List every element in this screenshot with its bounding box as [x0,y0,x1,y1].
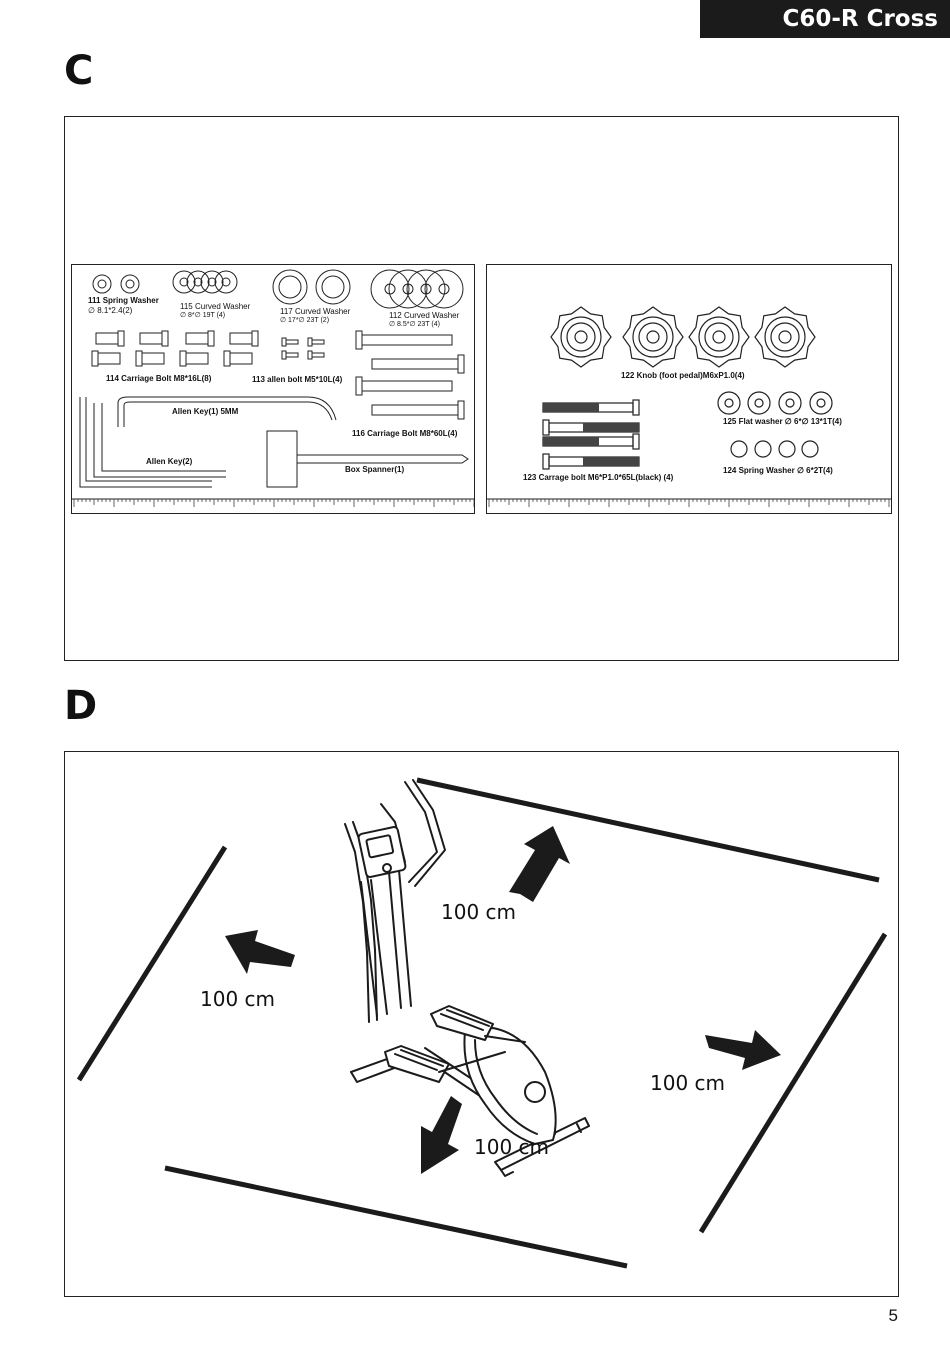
clearance-label-top: 100 cm [441,900,517,924]
box-spanner-label: Box Spanner(1) [345,465,405,474]
part-122-label: 122 Knob (foot pedal)M6xP1.0(4) [621,371,745,380]
part-112-spec: ∅ 8.5*∅ 23T (4) [389,321,440,328]
boundary-line-left [76,845,228,1082]
clearance-diagram [76,777,888,1269]
part-117-label: 117 Curved Washer [280,307,351,316]
part-124-label: 124 Spring Washer ∅ 6*2T(4) [723,466,833,475]
page-number: 5 [888,1306,898,1325]
hardware-panel-right: 122 Knob (foot pedal)M6xP1.0(4) 125 Flat… [486,264,892,514]
arrow-left [225,930,295,974]
allen-key-2-label: Allen Key(2) [146,457,193,466]
section-d-frame: 100 cm 100 cm 100 cm 100 cm [64,751,899,1297]
knob-3 [688,306,750,368]
part-111-label: 111 Spring Washer [88,296,159,305]
boundary-line-front [164,1165,628,1269]
knob-2 [622,306,684,368]
model-header: C60-R Cross [700,0,950,38]
arrow-right [705,1030,781,1070]
hardware-drawing-right [487,306,891,507]
section-letter-c: C [64,48,94,94]
part-112-label: 112 Curved Washer [389,311,460,320]
part-116-label: 116 Carriage Bolt M8*60L(4) [352,429,458,438]
knob-1 [550,306,612,368]
boundary-line-top [416,777,880,883]
part-115-label: 115 Curved Washer [180,302,251,311]
boundary-line-right [698,932,888,1234]
clearance-label-left: 100 cm [200,987,276,1011]
hardware-panel-left: 111 Spring Washer ∅ 8.1*2.4(2) 115 Curve… [71,264,475,514]
arrow-front [421,1096,462,1174]
elliptical-trainer [344,779,590,1177]
arrow-up [509,826,570,902]
part-123-label: 123 Carrage bolt M6*P1.0*65L(black) (4) [523,473,674,482]
part-113-label: 113 allen bolt M5*10L(4) [252,375,343,384]
knob-4 [754,306,816,368]
clearance-label-right: 100 cm [650,1071,726,1095]
section-c-frame: 111 Spring Washer ∅ 8.1*2.4(2) 115 Curve… [64,116,899,661]
part-117-spec: ∅ 17*∅ 23T (2) [280,317,330,324]
section-letter-d: D [64,683,98,729]
hardware-drawing-left [72,269,474,507]
allen-key-1-label: Allen Key(1) 5MM [172,407,239,416]
part-114-label: 114 Carriage Bolt M8*16L(8) [106,374,212,383]
clearance-label-front: 100 cm [474,1135,550,1159]
part-111-spec: ∅ 8.1*2.4(2) [88,306,133,315]
part-125-label: 125 Flat washer ∅ 6*∅ 13*1T(4) [723,417,842,426]
part-115-spec: ∅ 8*∅ 19T (4) [180,312,226,319]
